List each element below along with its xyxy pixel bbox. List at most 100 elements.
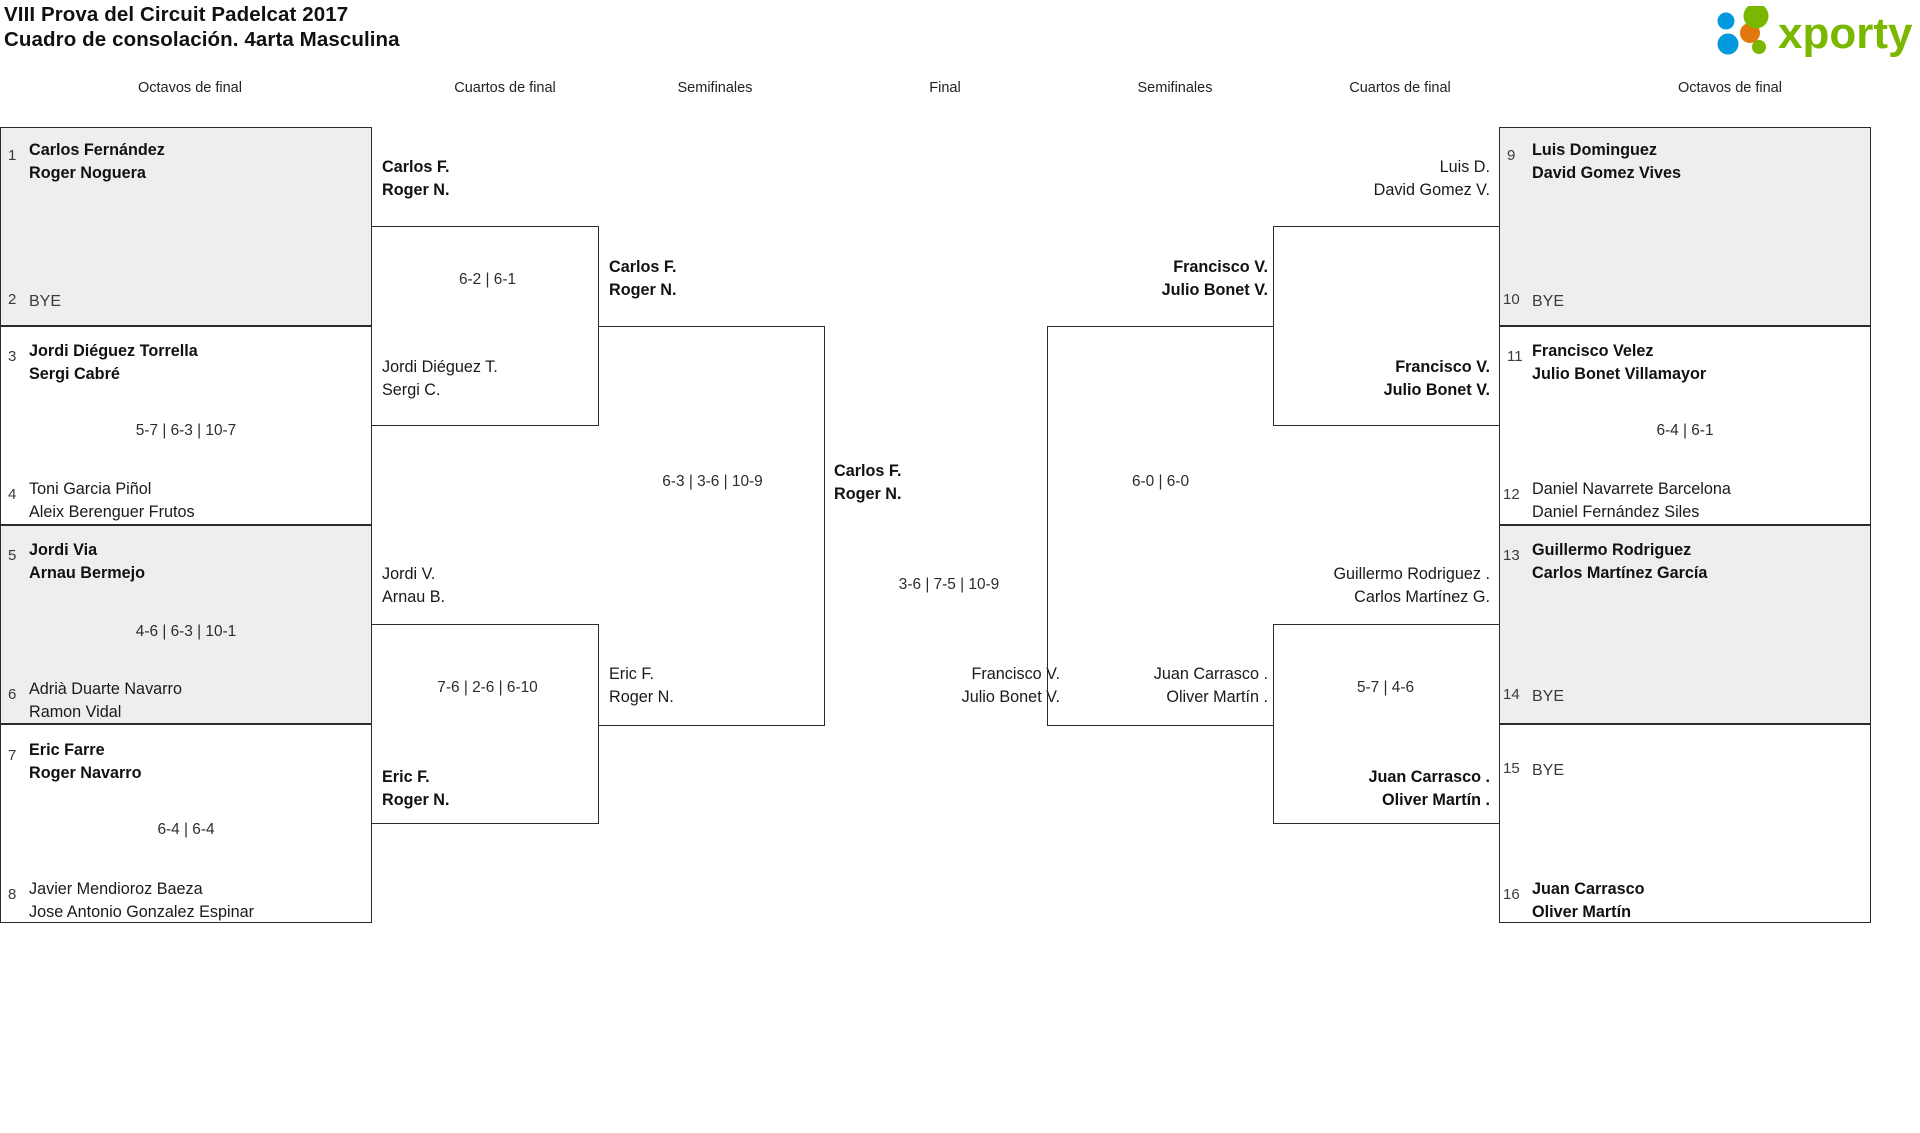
page-header: VIII Prova del Circuit Padelcat 2017 Cua… (0, 0, 1920, 72)
seed-number-7: 7 (8, 747, 17, 764)
seed-player-6a: Adrià Duarte Navarro (29, 680, 182, 698)
seed-number-10: 10 (1503, 291, 1520, 308)
seed-players-4: Toni Garcia Piñol Aleix Berenguer Frutos (29, 478, 195, 524)
xporty-logo: xporty (1712, 6, 1912, 58)
left-cuartos-2b: Sergi C. (382, 381, 441, 399)
seed-pair-box-3-4[interactable] (0, 326, 372, 525)
seed-player-13a: Guillermo Rodriguez (1532, 541, 1692, 559)
final-right-a: Francisco V. (971, 665, 1060, 683)
seed-player-13b: Carlos Martínez García (1532, 564, 1708, 582)
seed-pair-box-15-16[interactable] (1499, 724, 1871, 923)
seed-pair-box-13-14[interactable] (1499, 525, 1871, 724)
right-semis-players-1: Francisco V. Julio Bonet V. (1053, 256, 1268, 302)
seed-players-11: Francisco Velez Julio Bonet Villamayor (1532, 340, 1706, 386)
seed-player-1b: Roger Noguera (29, 164, 146, 182)
seed-number-1: 1 (8, 147, 17, 164)
score-left-octavos-4: 6-4 | 6-4 (157, 821, 215, 838)
right-cuartos-1a: Luis D. (1439, 158, 1490, 176)
seed-players-12: Daniel Navarrete Barcelona Daniel Fernán… (1532, 478, 1731, 524)
right-semis-2a: Juan Carrasco . (1153, 665, 1268, 683)
right-semis-players-2: Juan Carrasco . Oliver Martín . (1053, 663, 1268, 709)
seed-pair-box-5-6[interactable] (0, 525, 372, 724)
seed-player-5b: Arnau Bermejo (29, 564, 146, 582)
seed-player-16a: Juan Carrasco (1532, 880, 1645, 898)
title-block: VIII Prova del Circuit Padelcat 2017 Cua… (4, 2, 400, 52)
left-semis-players-2: Eric F. Roger N. (609, 663, 674, 709)
seed-player-9a: Luis Dominguez (1532, 141, 1658, 159)
seed-player-4a: Toni Garcia Piñol (29, 480, 152, 498)
score-right-octavos-2: 6-4 | 6-1 (1656, 422, 1714, 439)
right-cuartos-2a: Francisco V. (1395, 358, 1490, 376)
seed-players-16: Juan Carrasco Oliver Martín (1532, 878, 1644, 924)
seed-player-12b: Daniel Fernández Siles (1532, 503, 1700, 521)
final-right-players: Francisco V. Julio Bonet V. (830, 663, 1060, 709)
score-left-cuartos-1: 6-2 | 6-1 (458, 271, 517, 288)
seed-player-4b: Aleix Berenguer Frutos (29, 503, 195, 521)
right-cuartos-4b: Oliver Martín . (1382, 791, 1490, 809)
seed-player-6b: Ramon Vidal (29, 703, 122, 721)
seed-pair-box-9-10[interactable] (1499, 127, 1871, 326)
left-semis-2b: Roger N. (609, 688, 674, 706)
seed-players-13: Guillermo Rodriguez Carlos Martínez Garc… (1532, 539, 1707, 585)
left-cuartos-4b: Roger N. (382, 791, 450, 809)
round-header-final: Final (929, 80, 961, 96)
seed-number-15: 15 (1503, 760, 1520, 777)
seed-player-11b: Julio Bonet Villamayor (1532, 365, 1707, 383)
round-header-left-semis: Semifinales (677, 80, 753, 96)
seed-player-5a: Jordi Via (29, 541, 98, 559)
score-left-octavos-3: 4-6 | 6-3 | 10-1 (135, 623, 237, 640)
connector-right-qf-1 (1273, 226, 1500, 426)
score-left-cuartos-2: 7-6 | 2-6 | 6-10 (437, 679, 538, 696)
left-cuartos-2a: Jordi Diéguez T. (382, 358, 498, 376)
seed-players-6: Adrià Duarte Navarro Ramon Vidal (29, 678, 182, 724)
round-header-right-octavos: Octavos de final (1678, 80, 1782, 96)
final-left-players: Carlos F. Roger N. (834, 460, 901, 506)
left-cuartos-3b: Arnau B. (382, 588, 445, 606)
seed-players-3: Jordi Diéguez Torrella Sergi Cabré (29, 340, 198, 386)
score-right-cuartos-2: 5-7 | 4-6 (1356, 679, 1415, 696)
right-cuartos-1b: David Gomez V. (1373, 181, 1490, 199)
seed-number-5: 5 (8, 547, 17, 564)
seed-number-12: 12 (1503, 486, 1520, 503)
right-cuartos-players-2: Francisco V. Julio Bonet V. (1283, 356, 1490, 402)
right-cuartos-players-4: Juan Carrasco . Oliver Martín . (1283, 766, 1490, 812)
final-left-b: Roger N. (834, 485, 902, 503)
seed-number-16: 16 (1503, 886, 1520, 903)
right-semis-1a: Francisco V. (1173, 258, 1268, 276)
seed-pair-box-7-8[interactable] (0, 724, 372, 923)
tournament-subtitle: Cuadro de consolación. 4arta Masculina (4, 28, 400, 51)
connector-right-qf-2 (1273, 624, 1500, 824)
left-cuartos-players-2: Jordi Diéguez T. Sergi C. (382, 356, 498, 402)
left-cuartos-1a: Carlos F. (382, 158, 450, 176)
seed-pair-box-1-2[interactable] (0, 127, 372, 326)
left-semis-1b: Roger N. (609, 281, 677, 299)
left-semis-players-1: Carlos F. Roger N. (609, 256, 676, 302)
left-cuartos-players-4: Eric F. Roger N. (382, 766, 449, 812)
seed-player-12a: Daniel Navarrete Barcelona (1532, 480, 1731, 498)
seed-pair-box-11-12[interactable] (1499, 326, 1871, 525)
right-semis-2b: Oliver Martín . (1166, 688, 1268, 706)
score-left-semis: 6-3 | 3-6 | 10-9 (662, 473, 763, 490)
seed-player-16b: Oliver Martín (1532, 903, 1631, 921)
connector-left-qf-1 (372, 226, 599, 426)
xporty-logo-icon: xporty (1717, 6, 1912, 58)
final-left-a: Carlos F. (834, 462, 902, 480)
logo-wordmark: xporty (1778, 9, 1912, 58)
seed-number-14: 14 (1503, 686, 1520, 703)
tournament-title: VIII Prova del Circuit Padelcat 2017 (4, 3, 349, 26)
seed-players-2: BYE (29, 293, 62, 310)
seed-player-8a: Javier Mendioroz Baeza (29, 880, 203, 898)
seed-players-1: Carlos Fernández Roger Noguera (29, 139, 165, 185)
left-cuartos-players-3: Jordi V. Arnau B. (382, 563, 445, 609)
left-cuartos-3a: Jordi V. (382, 565, 436, 583)
seed-player-3a: Jordi Diéguez Torrella (29, 342, 198, 360)
seed-player-11a: Francisco Velez (1532, 342, 1654, 360)
final-right-b: Julio Bonet V. (961, 688, 1060, 706)
left-semis-1a: Carlos F. (609, 258, 677, 276)
seed-number-4: 4 (8, 486, 17, 503)
seed-players-5: Jordi Via Arnau Bermejo (29, 539, 145, 585)
seed-player-8b: Jose Antonio Gonzalez Espinar (29, 903, 254, 921)
left-cuartos-1b: Roger N. (382, 181, 450, 199)
final-divider-left (824, 326, 826, 726)
right-cuartos-3b: Carlos Martínez G. (1354, 588, 1490, 606)
